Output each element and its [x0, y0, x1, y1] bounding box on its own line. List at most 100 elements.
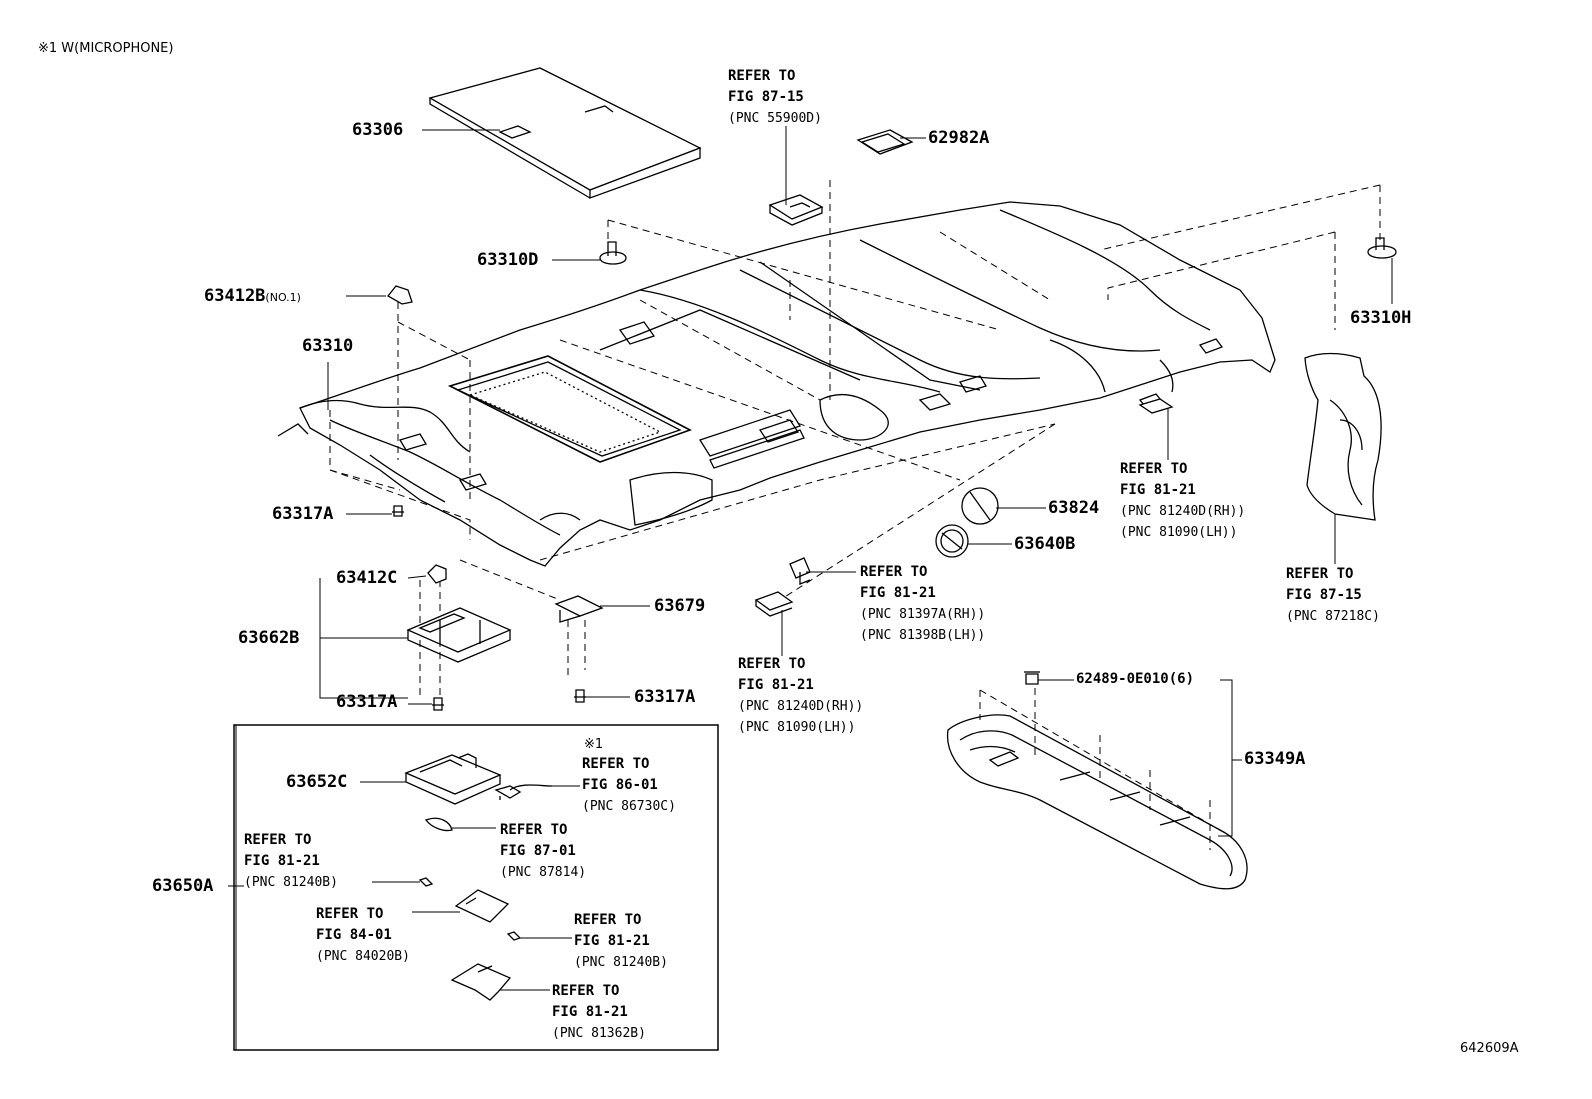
ring-63824 [961, 487, 999, 525]
screw-63317A-1 [392, 505, 404, 517]
ref-line: (PNC 81398B(LH)) [860, 628, 986, 643]
ref-line: REFER TO [1120, 461, 1188, 477]
ref-line: (PNC 81240D(RH)) [1120, 504, 1246, 519]
refer-fig-87-15-55900D[interactable]: REFER TO FIG 87-15 (PNC 55900D) [728, 66, 822, 129]
part-63662B[interactable]: 63662B [238, 628, 300, 648]
ref-line: REFER TO [738, 656, 806, 672]
bracket-63679 [554, 595, 604, 623]
ref-line: REFER TO [574, 912, 642, 928]
switch-81240D [754, 591, 794, 617]
ref-line: FIG 81-21 [860, 585, 936, 601]
map-lamp [768, 194, 824, 226]
ref-line: (PNC 81362B) [552, 1026, 646, 1041]
screw-63317A-3 [574, 689, 586, 703]
ref-line: (PNC 81090(LH)) [1120, 525, 1238, 540]
rear-duct-87218C [1304, 352, 1382, 521]
ref-line: REFER TO [728, 68, 796, 84]
plate-81362B [450, 963, 512, 1001]
microphone-86730C [494, 784, 553, 800]
part-63652C[interactable]: 63652C [286, 772, 348, 792]
ref-line: (PNC 81240D(RH)) [738, 699, 864, 714]
ref-line: FIG 81-21 [574, 933, 650, 949]
ref-line: (PNC 84020B) [316, 949, 410, 964]
part-63640B[interactable]: 63640B [1014, 534, 1076, 554]
roof-side-trim-63349A [946, 714, 1248, 890]
ref-line: REFER TO [1286, 566, 1354, 582]
clip-63310H [1367, 237, 1397, 259]
refer-fig-87-01-87814[interactable]: REFER TO FIG 87-01 (PNC 87814) [500, 820, 586, 883]
microphone-note: ※1 W(MICROPHONE) [38, 41, 174, 56]
sunshade-panel-63306 [428, 67, 702, 199]
part-63310D[interactable]: 63310D [477, 250, 539, 270]
ref-line: (PNC 87218C) [1286, 609, 1380, 624]
refer-fig-86-01-86730C[interactable]: REFER TO FIG 86-01 (PNC 86730C) [582, 754, 676, 817]
clip-63310D [599, 241, 627, 265]
refer-fig-81-21-81240B-left[interactable]: REFER TO FIG 81-21 (PNC 81240B) [244, 830, 338, 893]
part-63824[interactable]: 63824 [1048, 498, 1100, 518]
part-63412B-suffix: (NO.1) [265, 291, 301, 304]
lens-87814 [424, 817, 453, 832]
part-62489-0E010[interactable]: 62489-0E010(6) [1076, 671, 1195, 687]
part-63412B[interactable]: 63412B(NO.1) [204, 288, 301, 305]
ref-line: REFER TO [552, 983, 620, 999]
clip-62489 [1024, 671, 1040, 685]
ref-line: FIG 81-21 [1120, 482, 1196, 498]
part-62982A[interactable]: 62982A [928, 128, 990, 148]
ref-line: FIG 87-15 [1286, 587, 1362, 603]
ref-line: FIG 81-21 [244, 853, 320, 869]
refer-fig-81-21-81362B[interactable]: REFER TO FIG 81-21 (PNC 81362B) [552, 981, 646, 1044]
overhead-console-63652C [404, 753, 502, 805]
ref-line: FIG 86-01 [582, 777, 658, 793]
lamp-cover-62982A [856, 129, 914, 155]
ref-line: FIG 87-15 [728, 89, 804, 105]
screw-63317A-2 [432, 697, 444, 711]
part-63306[interactable]: 63306 [352, 120, 404, 140]
refer-fig-81-21-81240D-right[interactable]: REFER TO FIG 81-21 (PNC 81240D(RH)) (PNC… [1120, 459, 1245, 543]
ref-line: (PNC 81397A(RH)) [860, 607, 986, 622]
bulb-81240B-1 [418, 877, 434, 887]
ref-mark-note1: ※1 [584, 737, 604, 752]
switch-84020B [454, 889, 510, 923]
part-63650A[interactable]: 63650A [152, 876, 214, 896]
part-63310[interactable]: 63310 [302, 336, 354, 356]
ref-line: FIG 84-01 [316, 927, 392, 943]
switch-right-81240D [1138, 398, 1174, 414]
part-63317A-right[interactable]: 63317A [634, 687, 696, 707]
ref-line: FIG 87-01 [500, 843, 576, 859]
part-63679[interactable]: 63679 [654, 596, 706, 616]
ref-line: (PNC 81090(LH)) [738, 720, 856, 735]
refer-fig-87-15-87218C[interactable]: REFER TO FIG 87-15 (PNC 87218C) [1286, 564, 1380, 627]
part-63412C[interactable]: 63412C [336, 568, 398, 588]
cap-63640B [935, 524, 969, 558]
refer-fig-84-01-84020B[interactable]: REFER TO FIG 84-01 (PNC 84020B) [316, 904, 410, 967]
ref-line: REFER TO [860, 564, 928, 580]
inset-box-63650A [233, 724, 719, 1051]
clip-63412B [387, 285, 413, 305]
part-63412B-number: 63412B [204, 286, 266, 306]
part-63349A[interactable]: 63349A [1244, 749, 1306, 769]
ref-line: REFER TO [316, 906, 384, 922]
console-63662B [406, 564, 512, 663]
part-63310H[interactable]: 63310H [1350, 308, 1412, 328]
part-63317A-lower[interactable]: 63317A [336, 692, 398, 712]
refer-fig-81-21-81397A[interactable]: REFER TO FIG 81-21 (PNC 81397A(RH)) (PNC… [860, 562, 985, 646]
ref-line: (PNC 87814) [500, 865, 587, 880]
ref-line: (PNC 55900D) [728, 111, 822, 126]
figure-id: 642609A [1460, 1041, 1519, 1056]
ref-line: REFER TO [244, 832, 312, 848]
refer-fig-81-21-81240D-center[interactable]: REFER TO FIG 81-21 (PNC 81240D(RH)) (PNC… [738, 654, 863, 738]
ref-line: (PNC 86730C) [582, 799, 676, 814]
switch-81397A [789, 557, 811, 585]
ref-line: REFER TO [582, 756, 650, 772]
ref-line: FIG 81-21 [552, 1004, 628, 1020]
ref-line: REFER TO [500, 822, 568, 838]
refer-fig-81-21-81240B-right[interactable]: REFER TO FIG 81-21 (PNC 81240B) [574, 910, 668, 973]
bulb-81240B-2 [506, 931, 522, 941]
leader-lines [228, 126, 1393, 1050]
headliner-63310 [277, 201, 1276, 567]
ref-line: FIG 81-21 [738, 677, 814, 693]
ref-line: (PNC 81240B) [574, 955, 668, 970]
ref-line: (PNC 81240B) [244, 875, 338, 890]
part-63317A-upper[interactable]: 63317A [272, 504, 334, 524]
